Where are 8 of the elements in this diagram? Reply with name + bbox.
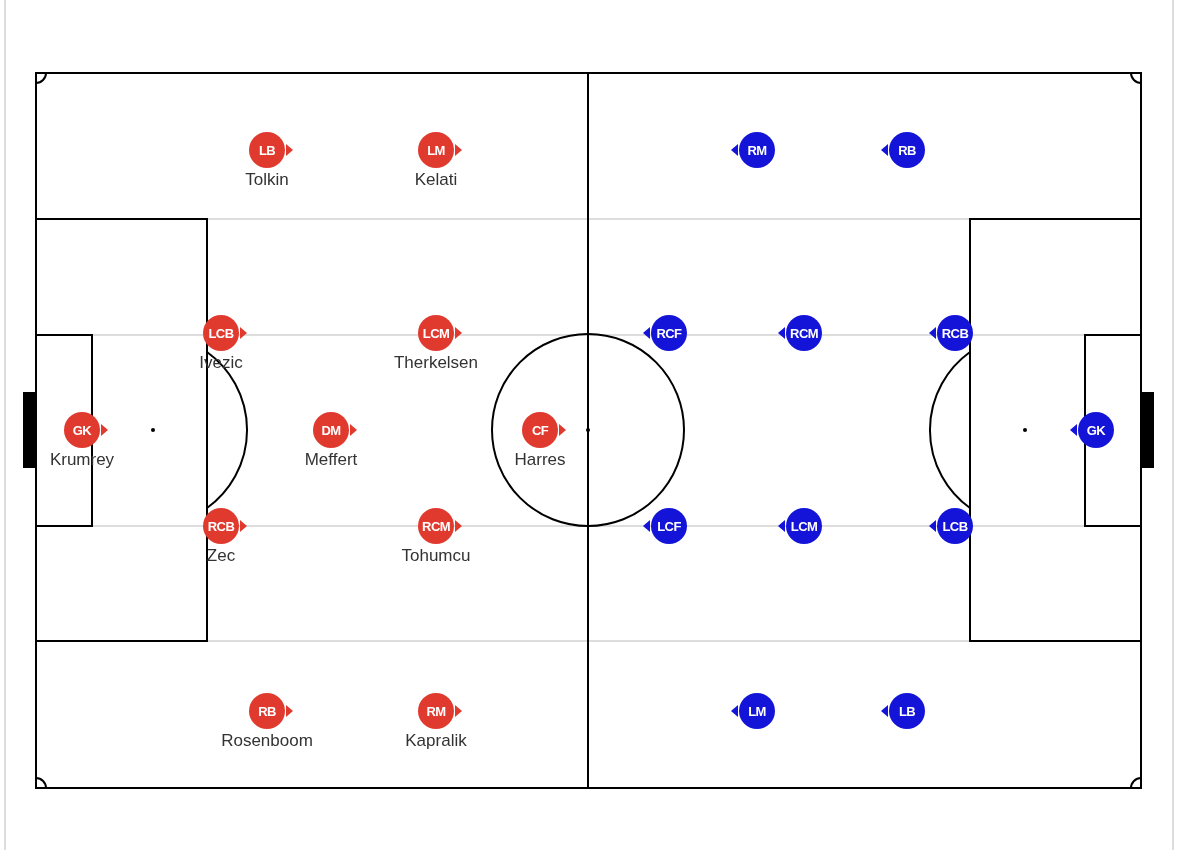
player-name: Tolkin [245, 170, 289, 190]
player-name: Rosenboom [221, 731, 313, 751]
player-name: Kapralik [405, 731, 467, 751]
player-name: Therkelsen [393, 353, 479, 373]
player-name: Kelati [414, 170, 458, 190]
player-name: Meffert [304, 450, 358, 470]
player-name: Harres [514, 450, 566, 470]
player-name: Tohumcu [401, 546, 471, 566]
